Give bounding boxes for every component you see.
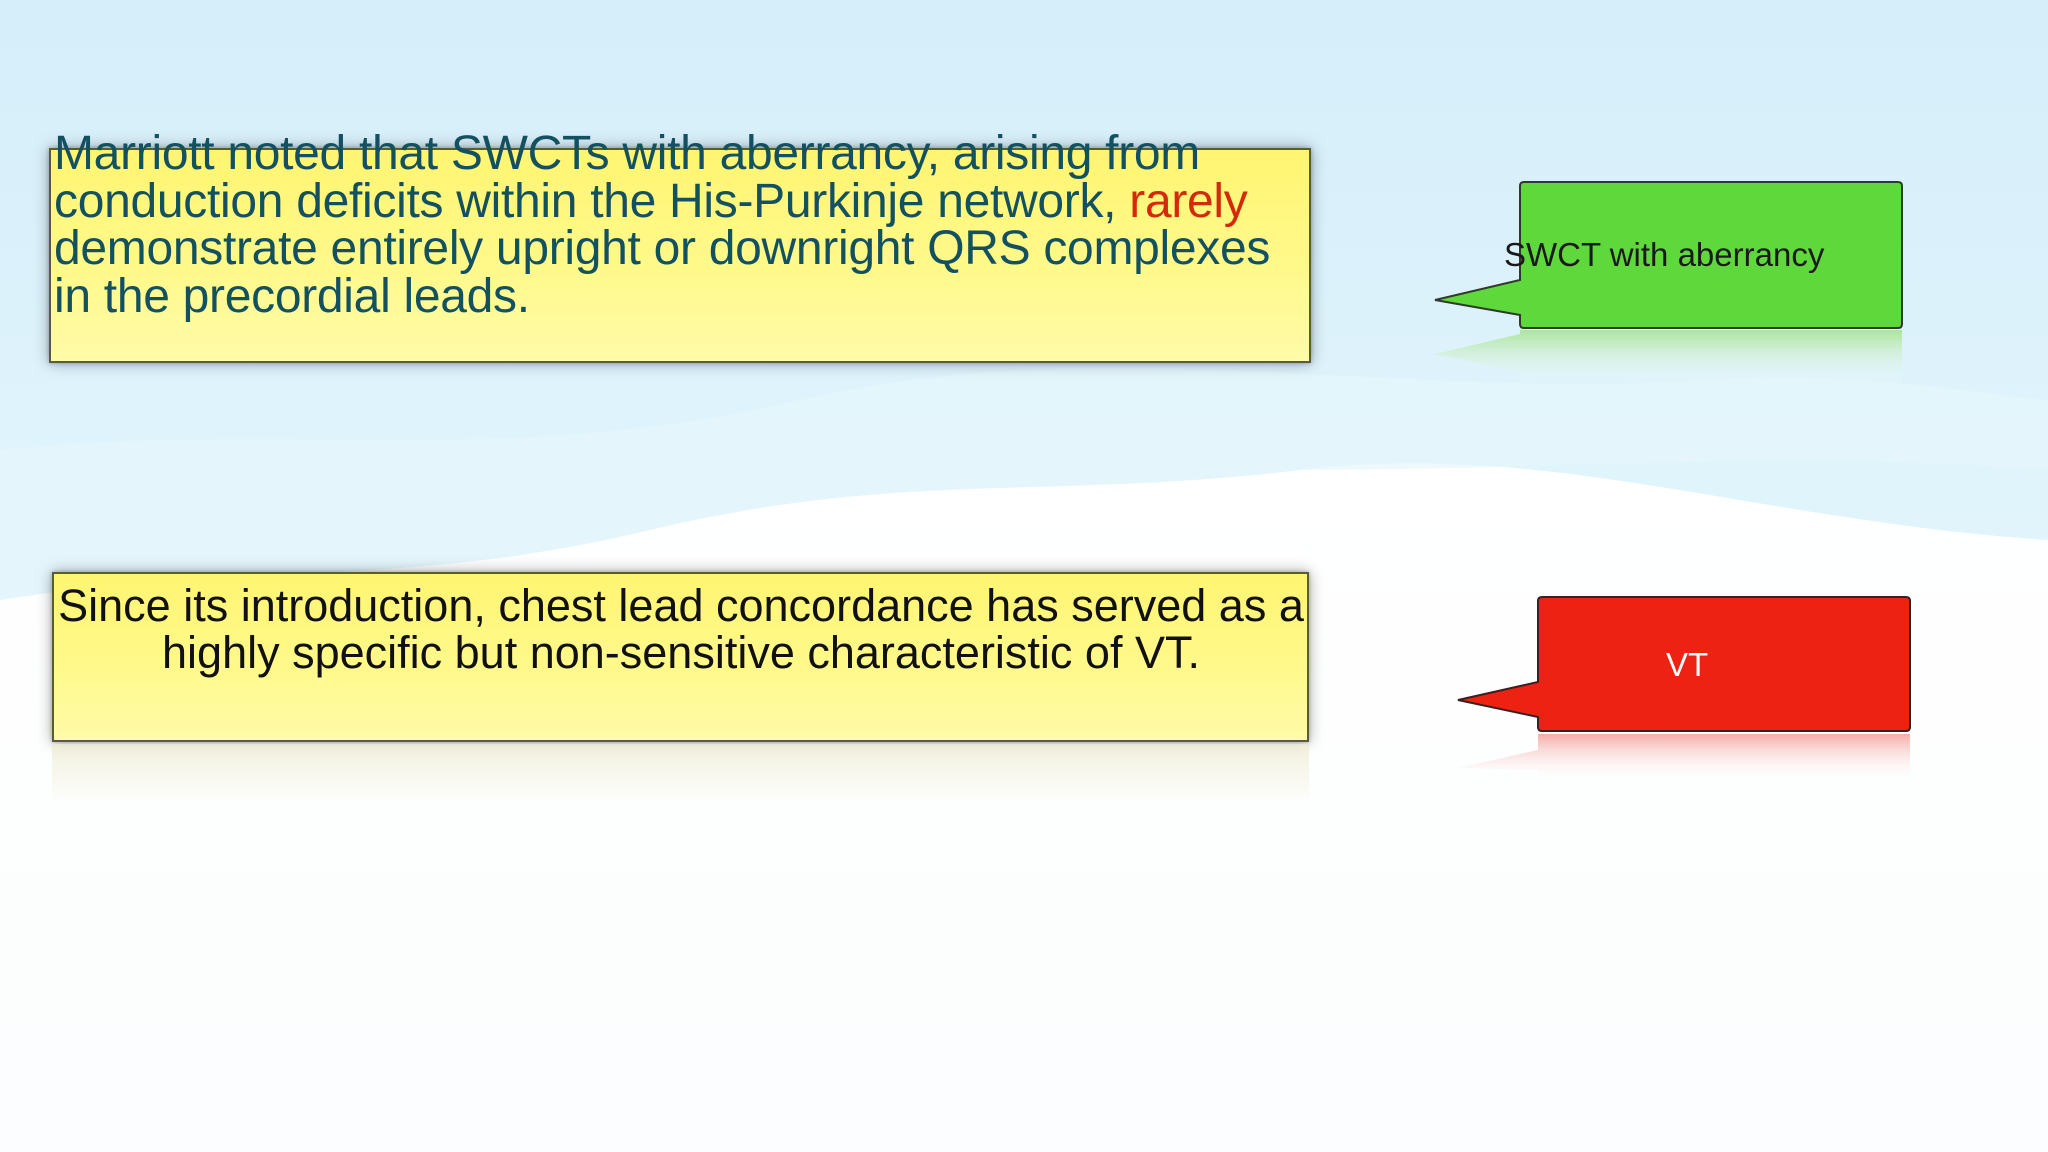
note-top-text: Marriott noted that SWCTs with aberrancy… <box>54 127 1271 323</box>
note-top <box>49 148 1311 363</box>
callout-green-label: SWCT with aberrancy <box>1504 236 1825 273</box>
callout-red <box>1457 596 1911 782</box>
callout-red-label: VT <box>1666 646 1709 683</box>
note-bottom <box>52 572 1309 742</box>
callout-green <box>1434 181 1903 385</box>
note-bottom-text: Since its introduction, chest lead conco… <box>58 580 1304 678</box>
note-bottom-reflection <box>52 744 1309 804</box>
note-top-emphasis: rarely <box>1129 174 1248 228</box>
